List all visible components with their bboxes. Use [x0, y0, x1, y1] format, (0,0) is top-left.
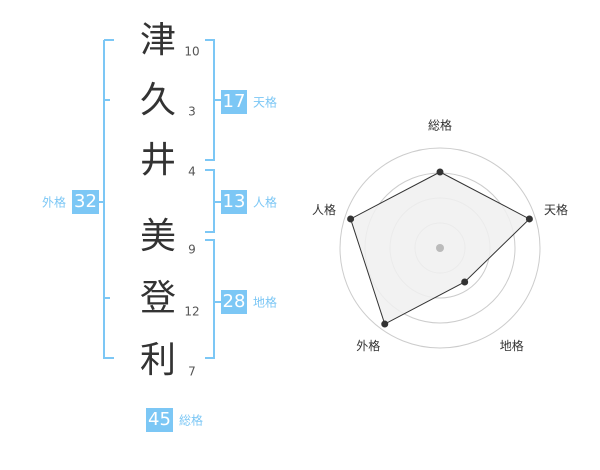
gaikaku-bracket [103, 40, 114, 359]
brackets [99, 39, 221, 359]
jinkaku-badge [221, 190, 247, 214]
radar-axis-label: 天格 [544, 202, 568, 217]
jinkaku-bracket [205, 169, 215, 233]
surname: 津 10 久 3 井 4 [140, 20, 200, 181]
chikaku-bracket [205, 239, 215, 359]
radar-point [381, 320, 389, 328]
tenkaku-bracket [205, 39, 215, 161]
jinkaku: 13 人格 [221, 190, 277, 214]
radar-axis-label: 地格 [500, 338, 524, 353]
given-name: 美 9 登 12 利 7 [140, 216, 200, 381]
gaikaku: 32 外格 [42, 190, 99, 214]
name-char: 津 [140, 20, 176, 61]
chikaku-value: 28 [223, 291, 246, 312]
radar-axis-label: 外格 [356, 338, 380, 353]
tenkaku: 17 天格 [221, 90, 277, 114]
name-char: 美 [140, 216, 176, 257]
tenkaku-label: 天格 [253, 95, 277, 110]
stroke-count: 10 [184, 45, 199, 59]
soukaku: 45 総格 [146, 408, 203, 432]
radar-center-dot [436, 244, 444, 252]
jinkaku-value: 13 [223, 191, 246, 212]
jinkaku-label: 人格 [253, 195, 277, 210]
gaikaku-badge [72, 190, 99, 214]
radar-point [461, 278, 469, 286]
stroke-count: 4 [188, 165, 196, 179]
radar-points [347, 168, 533, 328]
radar-axis-label: 総格 [428, 118, 452, 133]
stroke-count: 12 [184, 305, 199, 319]
soukaku-value: 45 [148, 409, 171, 430]
gaikaku-label: 外格 [42, 195, 66, 210]
tenkaku-value: 17 [223, 91, 246, 112]
gaikaku-value: 32 [74, 191, 97, 212]
stroke-count: 9 [188, 243, 196, 257]
stroke-count: 3 [188, 105, 196, 119]
stroke-count: 7 [188, 365, 196, 379]
radar-point [347, 215, 355, 223]
radar-point [525, 215, 533, 223]
name-char: 久 [140, 80, 176, 121]
radar-point [436, 168, 444, 176]
soukaku-label: 総格 [179, 413, 203, 428]
chikaku: 28 地格 [221, 290, 277, 314]
chikaku-badge [221, 290, 247, 314]
name-char: 登 [140, 278, 176, 319]
name-char: 利 [140, 340, 176, 381]
name-char: 井 [140, 140, 176, 181]
chikaku-label: 地格 [253, 295, 277, 310]
tenkaku-badge [221, 90, 247, 114]
radar-axis-label: 人格 [312, 202, 336, 217]
soukaku-badge [146, 408, 173, 432]
